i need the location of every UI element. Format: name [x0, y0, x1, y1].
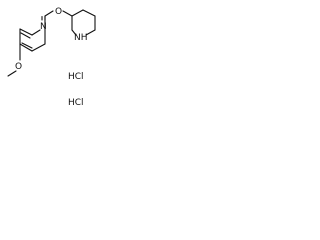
bond [62, 10, 73, 17]
bond [85, 29, 96, 36]
bond [44, 10, 54, 17]
bond [7, 70, 17, 77]
hcl-salt-label: HCl [68, 72, 84, 82]
pyridine-ring [19, 15, 46, 52]
pyridine-nitrogen-label: N [40, 22, 47, 32]
bond [21, 42, 33, 49]
bond [31, 29, 41, 36]
bond [71, 9, 84, 17]
chemical-structure-diagram: O N NH O HCl HCl [7, 7, 96, 108]
bond [20, 32, 31, 39]
piperidine-ring [71, 9, 96, 36]
bond [82, 9, 96, 17]
bond [19, 28, 33, 36]
bond [71, 29, 77, 36]
ether-oxygen-label: O [55, 7, 62, 17]
bond [19, 43, 33, 52]
hcl-salt-label: HCl [68, 98, 84, 108]
methoxy-oxygen-label: O [15, 62, 22, 72]
methoxy-group [7, 43, 21, 77]
bond [31, 43, 46, 52]
ether-linkage [44, 10, 73, 17]
piperidine-nh-label: NH [74, 33, 88, 43]
